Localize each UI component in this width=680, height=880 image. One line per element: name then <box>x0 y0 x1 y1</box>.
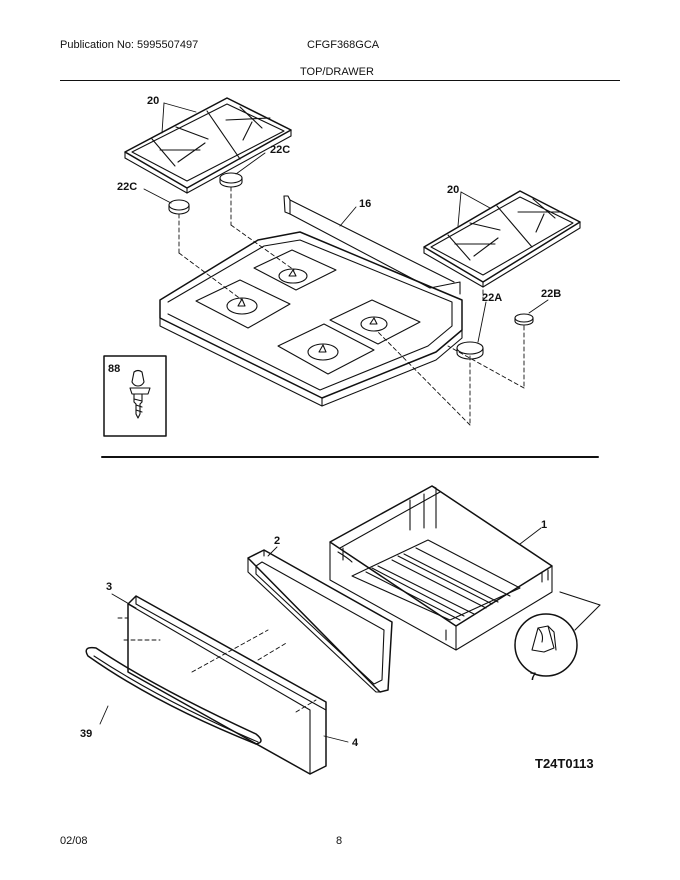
callout-22c-upper: 22C <box>270 144 290 156</box>
callout-1: 1 <box>541 519 547 531</box>
drawer-liner <box>329 485 553 651</box>
figure-code: T24T0113 <box>535 756 594 771</box>
callout-22c-lower: 22C <box>117 181 137 193</box>
section-title: TOP/DRAWER <box>300 66 374 78</box>
callout-22b: 22B <box>541 288 561 300</box>
screw-88-inset <box>103 355 167 437</box>
drawer-glide-inset <box>514 591 601 677</box>
callout-2: 2 <box>274 535 280 547</box>
footer-date: 02/08 <box>60 835 88 847</box>
left-grate <box>124 97 292 194</box>
callout-22a: 22A <box>482 292 502 304</box>
callout-20-left: 20 <box>147 95 159 107</box>
drawer-handle <box>85 646 262 745</box>
publication-number: Publication No: 5995507497 <box>60 39 199 51</box>
callout-7: 7 <box>530 671 536 683</box>
callout-leaders <box>99 102 549 743</box>
callout-88: 88 <box>108 363 120 375</box>
callout-20-right: 20 <box>447 184 459 196</box>
right-grate <box>423 190 581 288</box>
cooktop <box>159 195 463 407</box>
model-number: CFGF368GCA <box>307 39 380 51</box>
callout-4: 4 <box>352 737 359 749</box>
burner-cap-22b <box>514 313 534 326</box>
header-rule <box>60 80 620 81</box>
callout-3: 3 <box>106 581 112 593</box>
assembly-guides-drawer <box>117 617 317 713</box>
assembly-guides-top <box>178 186 525 426</box>
burner-cap-22c-lower <box>168 199 190 215</box>
drawer-frame <box>247 549 393 693</box>
callout-16: 16 <box>359 198 371 210</box>
callout-39: 39 <box>80 728 92 740</box>
burner-cap-22c-upper <box>219 172 243 188</box>
page-number: 8 <box>336 835 343 847</box>
